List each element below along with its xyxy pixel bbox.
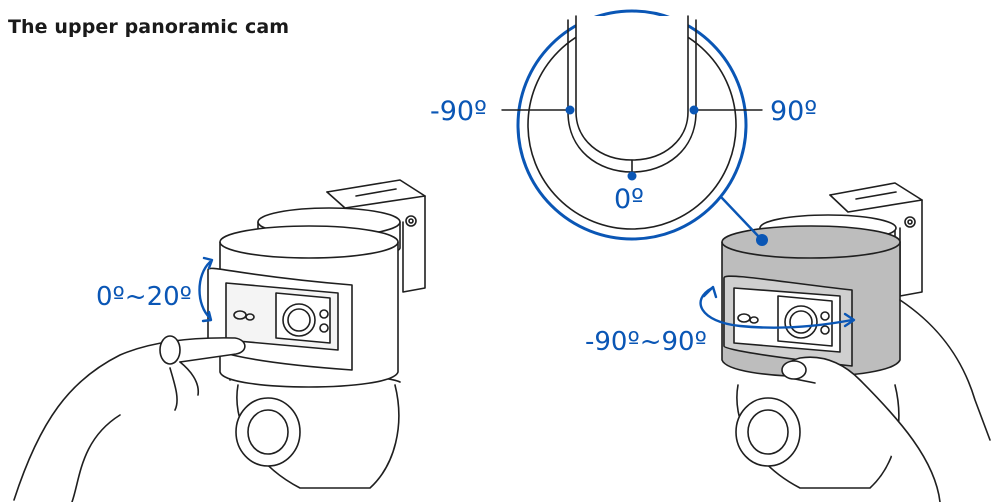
pan-range-label: -90º~90º — [585, 327, 707, 357]
tilt-range-label: 0º~20º — [96, 282, 192, 312]
left-limit-label: -90º — [430, 96, 487, 127]
top-view-magnifier — [501, 9, 763, 241]
center-label: 0º — [614, 184, 644, 215]
page-title: The upper panoramic cam — [8, 16, 290, 38]
tilt-arrow — [198, 260, 212, 320]
pan-arrow — [699, 286, 854, 329]
right-limit-label: 90º — [770, 96, 817, 127]
left-camera-illustration — [13, 179, 426, 502]
callout-leader — [720, 196, 762, 240]
right-camera-illustration — [721, 182, 991, 502]
